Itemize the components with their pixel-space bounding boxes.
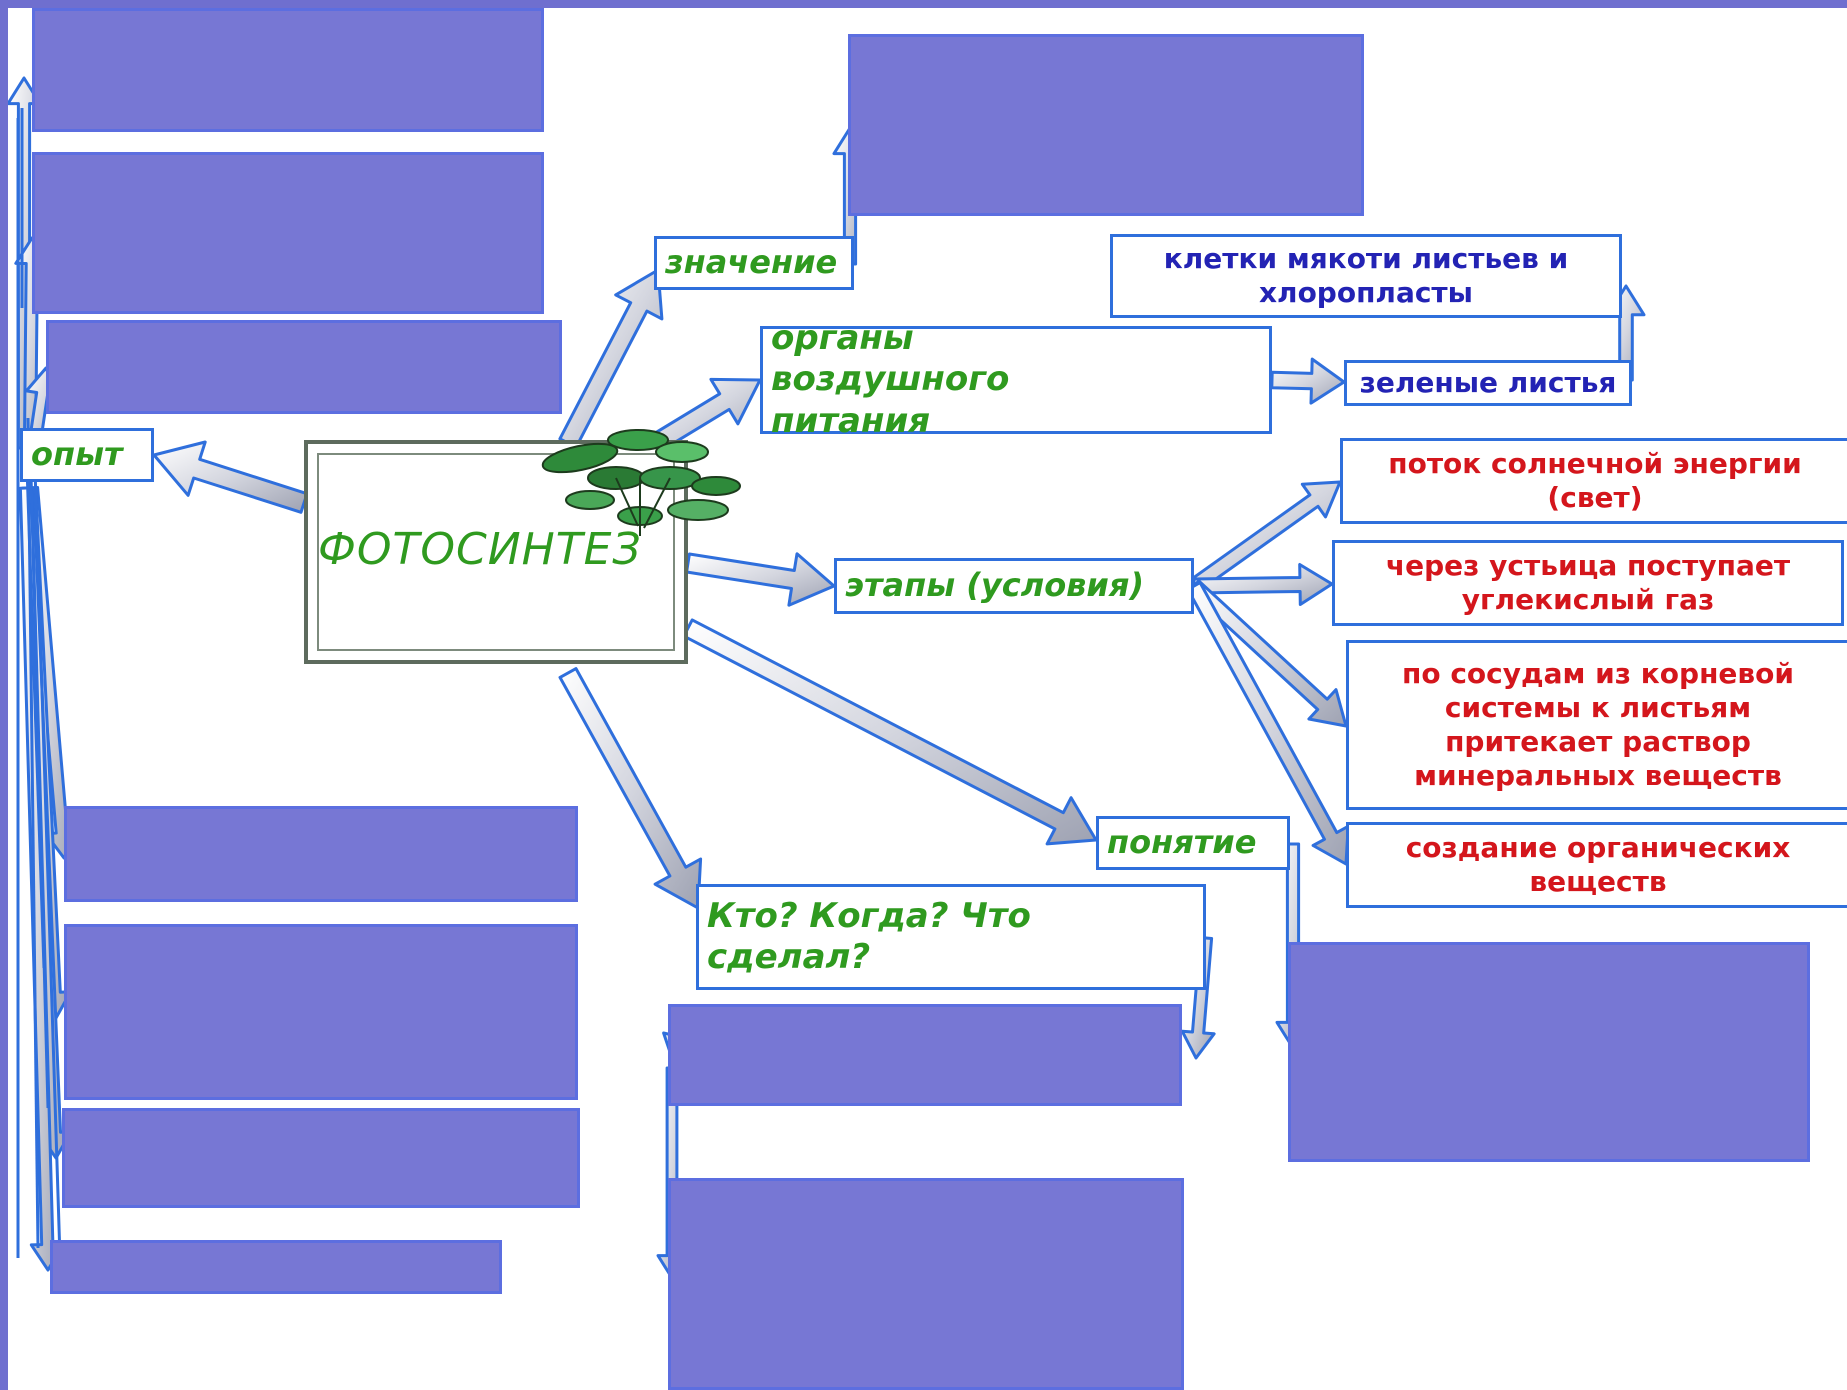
detail-sunlight-label: поток солнечной энергии (свет) [1388,446,1802,514]
arrow-to-experience [152,440,309,514]
arrow-who-down [1180,936,1216,1060]
category-air-nutrition-organs: органы воздушного питания [760,318,1272,441]
detail-green-leaves-label: зеленые листья [1359,365,1617,399]
arrow-stages-minerals [1187,579,1348,728]
hidden-answer-box [62,1108,580,1208]
hidden-answer-box [32,152,544,314]
category-concept: понятие [1096,816,1290,870]
detail-minerals-label: по сосудам из корневой системы к листьям… [1402,656,1794,793]
hidden-answer-box [668,1004,1182,1106]
connector-arrows [8,76,1646,1280]
category-stages: этапы (условия) [834,558,1194,614]
arrow-to-who [558,667,703,910]
central-concept-title: ФОТОСИНТЕЗ [318,524,642,575]
category-experience-label: опыт [31,435,123,474]
hidden-answer-box [32,8,544,132]
category-stages-label: этапы (условия) [845,566,1145,605]
detail-leaf-cells-label: клетки мякоти листьев и хлоропласты [1163,241,1569,309]
plant-icon [541,429,741,536]
hidden-answer-box [668,1178,1184,1390]
category-significance-label: значение [665,243,838,282]
diagram-canvas: ФОТОСИНТЕЗ опыт значение органы воздушно… [8,8,1847,1390]
category-who-when-what-label: Кто? Когда? Что сделал? [707,895,1031,977]
detail-carbon-dioxide-label: через устьица поступает углекислый газ [1385,548,1791,616]
hidden-answer-box [50,1240,502,1294]
category-who-when-what: Кто? Когда? Что сделал? [696,884,1206,990]
arrow-to-concept [682,618,1098,846]
category-concept-label: понятие [1107,823,1257,862]
category-significance: значение [654,236,854,290]
detail-carbon-dioxide: через устьица поступает углекислый газ [1332,540,1844,626]
detail-organic-matter-label: создание органических веществ [1405,830,1791,898]
hidden-answer-box [46,320,562,414]
detail-sunlight: поток солнечной энергии (свет) [1340,438,1847,524]
hidden-answer-box [1288,942,1810,1162]
detail-organic-matter: создание органических веществ [1346,822,1847,908]
hidden-answer-box [64,806,578,902]
arrow-stages-sun [1188,480,1342,594]
detail-green-leaves: зеленые листья [1344,360,1632,406]
hidden-answer-box [848,34,1364,216]
category-air-nutrition-organs-label: органы воздушного питания [771,317,1010,441]
hidden-answer-box [64,924,578,1100]
arrow-organs-leaves [1270,357,1346,405]
detail-minerals: по сосудам из корневой системы к листьям… [1346,640,1847,810]
arrow-stages-co2 [1192,563,1334,606]
category-experience: опыт [20,428,154,482]
arrow-to-stages [685,552,836,607]
detail-leaf-cells: клетки мякоти листьев и хлоропласты [1110,234,1622,318]
arrow-to-significance [558,268,664,449]
